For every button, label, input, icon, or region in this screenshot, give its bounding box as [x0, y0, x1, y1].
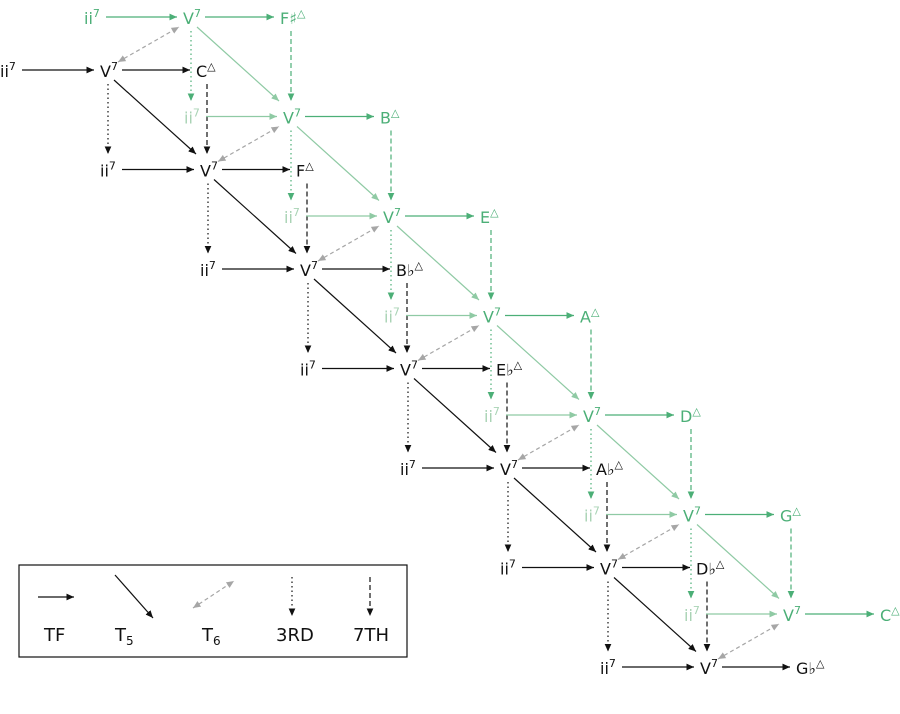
green-v-chord-3: V7 — [483, 306, 501, 327]
t6-link-3 — [417, 324, 480, 362]
green-ii-chord-6: ii7 — [684, 604, 700, 625]
black-tonic-chord-2: B♭△ — [396, 259, 424, 280]
diagram-edges — [22, 13, 874, 671]
t6-link-5 — [617, 523, 680, 561]
legend-t6-sample — [192, 580, 235, 609]
black-tonic-chord-6: G♭△ — [796, 657, 825, 678]
green-ii-chord-5: ii7 — [584, 505, 600, 526]
green-ii-chord-2: ii7 — [284, 206, 300, 227]
legend-box — [18, 564, 408, 658]
green-ii-chord-3: ii7 — [384, 306, 400, 327]
green-ii-chord-1: ii7 — [184, 107, 200, 128]
black-v-chord-4: V7 — [500, 458, 518, 479]
green-t5-arrow-0 — [196, 26, 280, 102]
black-v-chord-1: V7 — [200, 160, 218, 181]
legend-t5-sample — [114, 574, 154, 619]
black-ii-chord-0: ii7 — [0, 60, 16, 81]
black-ii-chord-3: ii7 — [300, 359, 316, 380]
green-v-chord-0: V7 — [183, 7, 201, 28]
legend-t5-label: T5 — [114, 625, 134, 648]
legend-tf-label: TF — [43, 625, 65, 646]
black-ii-chord-2: ii7 — [200, 259, 216, 280]
green-tonic-chord-1: B△ — [380, 107, 400, 128]
black-t5-arrow-4 — [513, 477, 597, 553]
green-t5-arrow-5 — [696, 524, 780, 599]
black-tonic-chord-5: D♭△ — [696, 558, 725, 579]
black-v-chord-5: V7 — [600, 558, 618, 579]
green-v-chord-4: V7 — [583, 405, 601, 426]
black-ii-chord-4: ii7 — [400, 458, 416, 479]
green-tonic-chord-2: E△ — [480, 206, 499, 227]
black-tonic-chord-4: A♭△ — [596, 458, 624, 479]
black-ii-chord-6: ii7 — [600, 657, 616, 678]
green-v-chord-2: V7 — [383, 206, 401, 227]
green-tonic-chord-4: D△ — [680, 405, 701, 426]
black-t5-arrow-5 — [613, 577, 697, 652]
green-tonic-chord-0: F♯△ — [280, 7, 306, 28]
green-tonic-chord-5: G△ — [780, 505, 801, 526]
black-tonic-chord-3: E♭△ — [496, 359, 523, 380]
green-tonic-chord-6: C△ — [880, 604, 900, 625]
t6-link-0 — [117, 26, 180, 63]
black-v-chord-6: V7 — [700, 657, 718, 678]
black-ii-chord-5: ii7 — [500, 558, 516, 579]
black-v-chord-0: V7 — [100, 60, 118, 81]
green-v-chord-6: V7 — [783, 604, 801, 625]
green-t5-arrow-3 — [496, 325, 580, 400]
black-t5-arrow-3 — [413, 378, 497, 453]
legend-3rd-label: 3RD — [276, 625, 314, 646]
t6-link-4 — [517, 424, 580, 461]
black-ii-chord-1: ii7 — [100, 160, 116, 181]
t6-link-1 — [217, 125, 280, 163]
legend-7th-label: 7TH — [353, 625, 389, 646]
t6-link-6 — [717, 623, 780, 660]
green-t5-arrow-4 — [596, 424, 680, 500]
green-ii-chord-4: ii7 — [484, 405, 500, 426]
legend-t6-label: T6 — [201, 625, 221, 648]
black-t5-arrow-0 — [113, 79, 197, 155]
black-t5-arrow-1 — [213, 179, 297, 254]
green-t5-arrow-2 — [396, 225, 480, 301]
black-v-chord-3: V7 — [400, 359, 418, 380]
green-t5-arrow-1 — [296, 126, 380, 201]
green-v-chord-5: V7 — [683, 505, 701, 526]
green-v-chord-1: V7 — [283, 107, 301, 128]
black-v-chord-2: V7 — [300, 259, 318, 280]
green-tonic-chord-3: A△ — [580, 306, 600, 327]
green-ii-chord-0: ii7 — [84, 7, 100, 28]
black-t5-arrow-2 — [313, 278, 397, 354]
black-tonic-chord-1: F△ — [296, 160, 314, 181]
legend: TF T5 T6 3RD 7TH — [18, 564, 408, 658]
black-tonic-chord-0: C△ — [196, 60, 216, 81]
t6-link-2 — [317, 225, 380, 262]
